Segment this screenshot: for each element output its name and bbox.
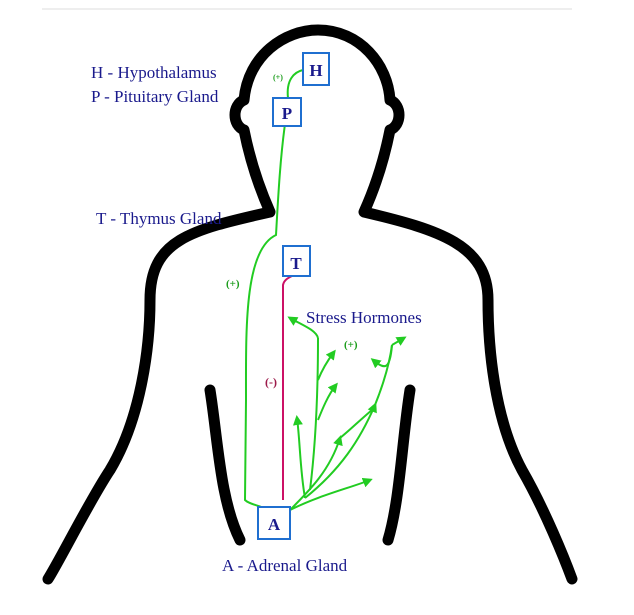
tree-branch — [339, 409, 373, 439]
thymus-box-label: T — [290, 254, 302, 273]
sign-hp: (+) — [273, 73, 283, 82]
hypothalamus-pituitary-path — [286, 69, 304, 99]
adrenal-box: A — [257, 506, 291, 540]
tree-branch — [289, 435, 343, 511]
hypothalamus-box: H — [302, 52, 330, 86]
sign-stress: (+) — [344, 339, 358, 351]
adrenal-box-label: A — [268, 515, 281, 534]
pituitary-box: P — [272, 97, 302, 127]
legend-adrenal: A - Adrenal Gland — [222, 556, 348, 575]
tree-branch — [287, 316, 319, 339]
right-arm-outline — [382, 384, 416, 546]
left-arm-outline — [204, 384, 246, 546]
stress-hormones-label: Stress Hormones — [306, 308, 422, 327]
pituitary-box-label: P — [282, 104, 292, 123]
legend-hypothalamus: H - Hypothalamus — [91, 63, 217, 82]
tree-branch — [317, 382, 338, 421]
tree-branch — [289, 477, 373, 511]
pituitary-adrenal-path — [243, 123, 286, 511]
tree-branch — [317, 349, 336, 381]
stress-hormone-tree — [287, 316, 407, 511]
tree-branch — [292, 415, 306, 499]
tree-branch — [309, 337, 319, 491]
tree-branch — [374, 344, 393, 406]
adrenal-thymus-inhibit-path — [282, 275, 293, 500]
tree-branch — [391, 336, 407, 346]
thymus-box: T — [282, 245, 311, 277]
sign-at: (-) — [265, 375, 277, 389]
sign-pa: (+) — [226, 278, 240, 290]
body-outline — [42, 24, 578, 585]
tree-branch — [304, 402, 377, 499]
legend-thymus: T - Thymus Gland — [96, 209, 222, 228]
legend-pituitary: P - Pituitary Gland — [91, 87, 219, 106]
tree-branch — [370, 344, 393, 369]
hypothalamus-box-label: H — [309, 61, 322, 80]
